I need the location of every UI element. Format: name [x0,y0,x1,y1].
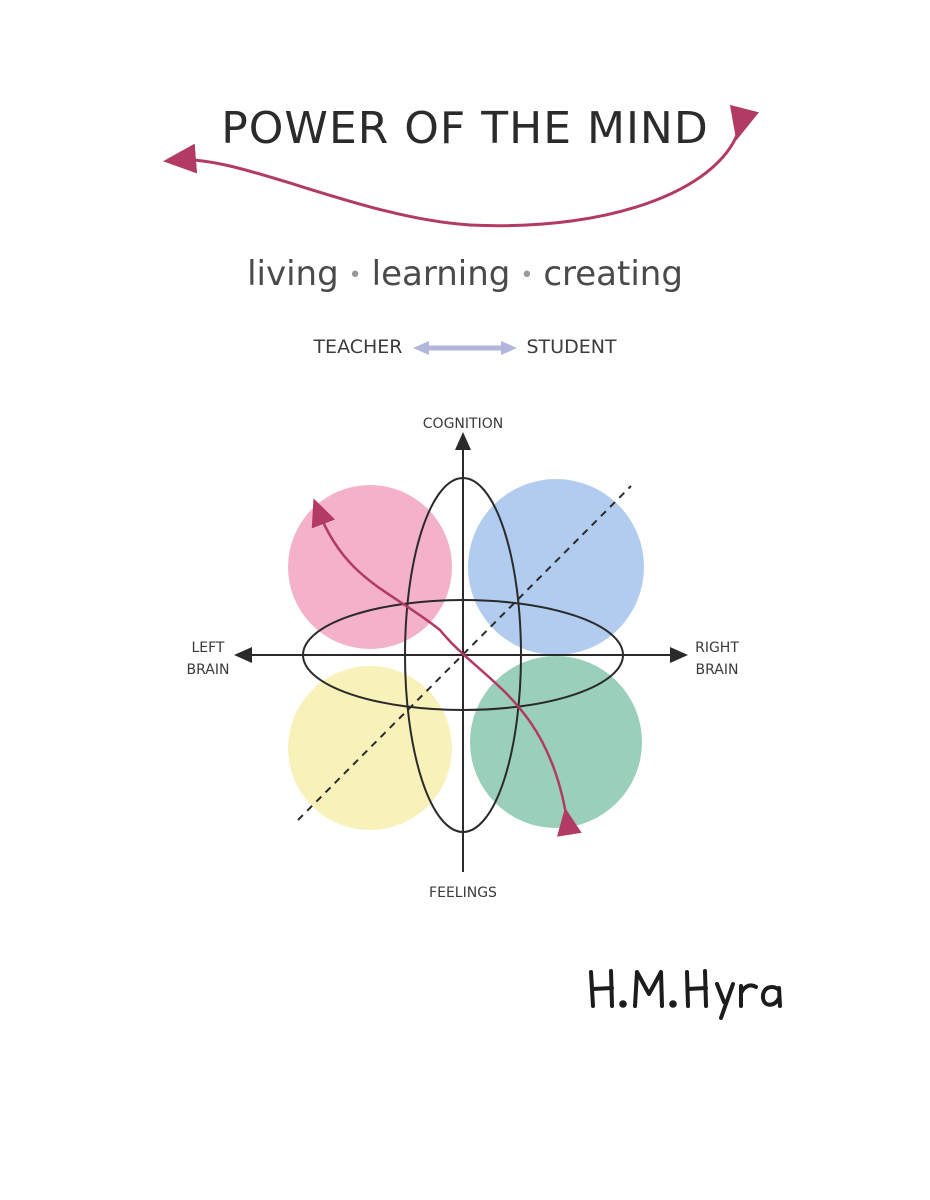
left-brain-label-line2: BRAIN [187,662,230,678]
left-brain-label-line1: LEFT [191,640,224,656]
subtitle-word-creating: creating [543,254,683,294]
subtitle-separator-dot: • [348,263,362,288]
quadrant-circle-top-left [288,485,452,649]
subtitle-word-learning: learning [371,254,511,294]
cover-title: POWER OF THE MIND [221,103,709,154]
right-brain-label-line2: BRAIN [696,662,739,678]
title-swoosh-arrow [163,104,759,228]
double-arrow-icon [412,340,517,355]
teacher-student-row: TEACHER STUDENT [0,336,930,358]
curved-arrow [311,498,582,837]
teacher-label: TEACHER [313,336,403,358]
right-brain-label-line1: RIGHT [695,640,739,656]
cover-subtitle: living • learning • creating [0,254,930,294]
author-signature [589,969,782,1020]
subtitle-separator-dot: • [520,263,534,288]
cognition-label: COGNITION [423,416,503,432]
student-label: STUDENT [526,336,617,358]
feelings-label: FEELINGS [429,885,497,901]
subtitle-word-living: living [247,254,339,294]
